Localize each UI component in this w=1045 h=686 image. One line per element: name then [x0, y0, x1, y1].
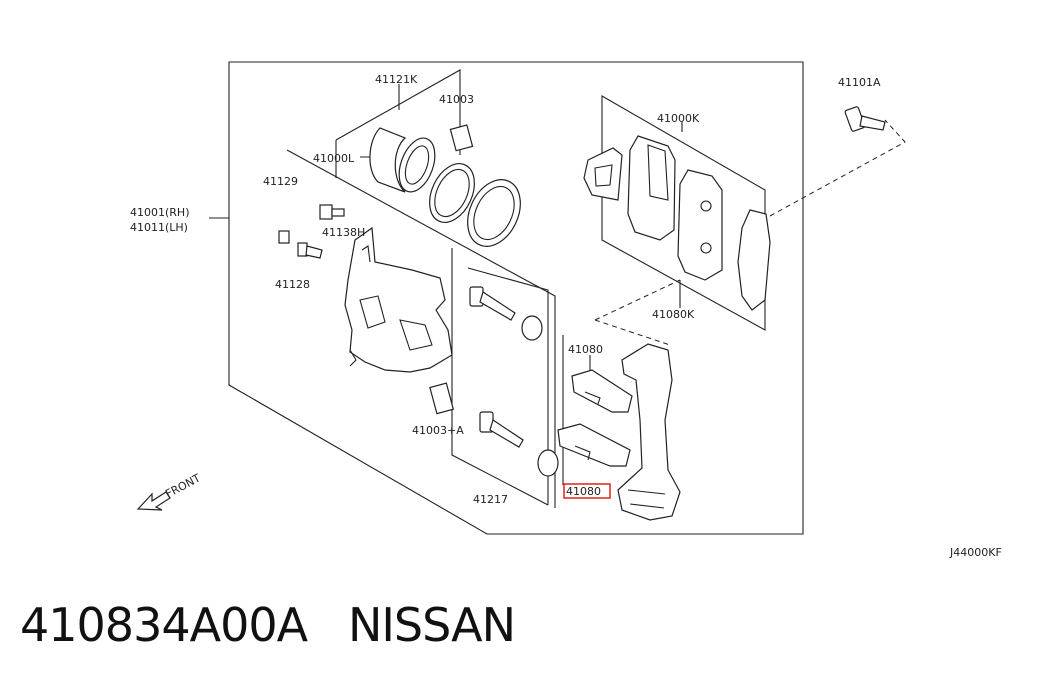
label-41080k: 41080K — [652, 308, 695, 321]
pin-bracket — [451, 248, 549, 506]
label-41101a: 41101A — [838, 76, 881, 89]
label-41138h: 41138H — [322, 226, 365, 239]
part-title: 410834A00A NISSAN — [20, 598, 516, 652]
dash-guide-1 — [594, 279, 681, 321]
part-number: 410834A00A — [20, 598, 308, 652]
label-41003a: 41003+A — [412, 424, 464, 437]
label-41080-upper: 41080 — [568, 343, 603, 356]
bolt-41138h-shape — [319, 204, 345, 220]
pad-retainer-upper — [571, 369, 633, 413]
bleeder-41129-shape — [278, 230, 290, 244]
diagram-code: J44000KF — [949, 546, 1002, 559]
piston-part — [369, 127, 436, 193]
mounting-bolt-shape — [844, 106, 886, 132]
pad-retainer-lower — [557, 423, 631, 467]
label-41080-lower: 41080 — [566, 485, 601, 498]
label-41001-rh: 41001(RH) — [130, 206, 190, 219]
label-41121k: 41121K — [375, 73, 418, 86]
cap-41128-shape — [297, 242, 323, 259]
boot-41003-shape — [449, 124, 474, 152]
front-arrow-icon — [136, 491, 171, 511]
pad-shim — [737, 209, 771, 311]
caliper-support-bracket — [617, 343, 681, 521]
label-41129: 41129 — [263, 175, 298, 188]
brake-pad-inner — [627, 135, 676, 241]
main-frame — [228, 61, 804, 535]
label-41000k: 41000K — [657, 112, 700, 125]
label-41000l: 41000L — [313, 152, 355, 165]
dust-boot-ring — [467, 179, 521, 247]
boot-41003a-shape — [429, 382, 455, 415]
highlight-box — [563, 483, 611, 499]
label-41217: 41217 — [473, 493, 508, 506]
label-front: FRONT — [163, 471, 203, 500]
guide-pin-lower — [479, 411, 559, 477]
caliper-bracket — [286, 149, 556, 508]
wear-shim-plate — [583, 147, 623, 201]
label-41128: 41128 — [275, 278, 310, 291]
caliper-body — [344, 226, 453, 373]
label-41003: 41003 — [439, 93, 474, 106]
brand-name: NISSAN — [347, 598, 516, 652]
seal-ring — [429, 163, 475, 223]
dash-guide-2 — [769, 119, 906, 217]
guide-pin-upper — [469, 286, 543, 341]
label-41011-lh: 41011(LH) — [130, 221, 188, 234]
brake-pad-outer — [677, 169, 723, 281]
